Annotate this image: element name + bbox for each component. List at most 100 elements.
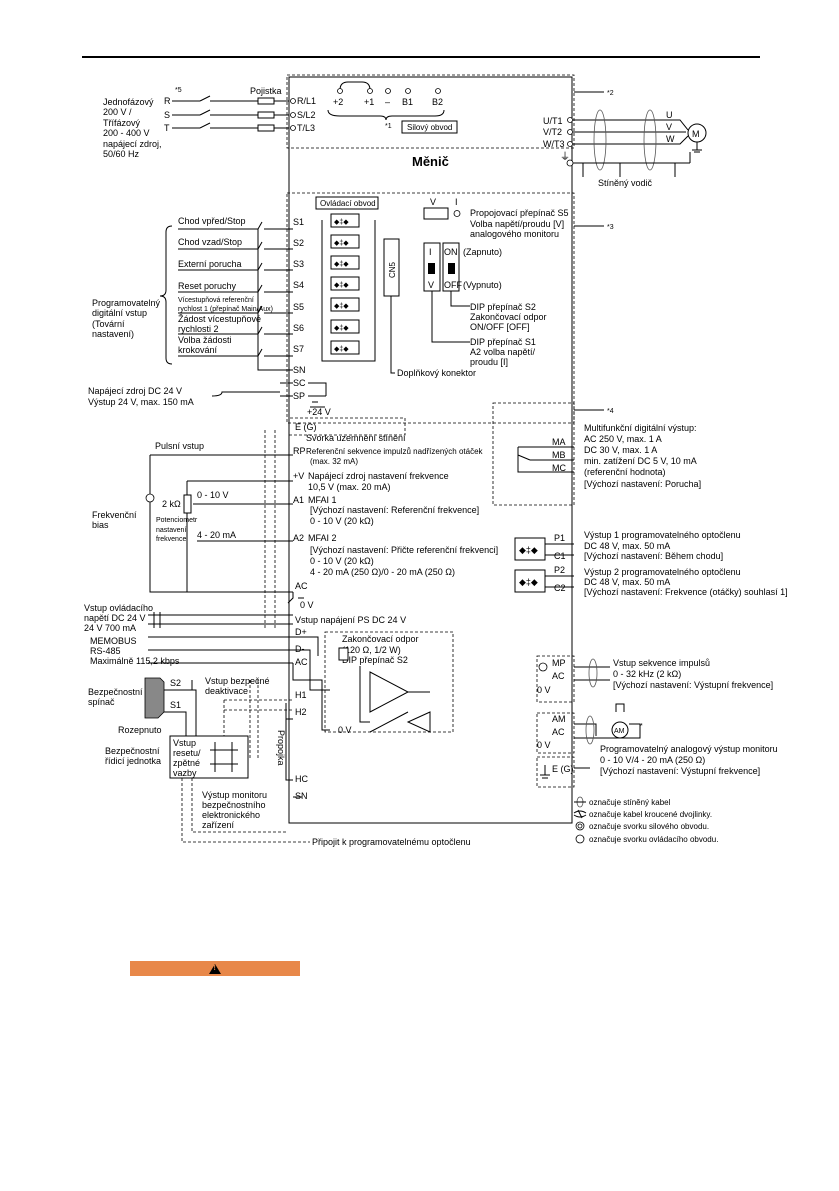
shield-dash (289, 417, 406, 436)
prog-input-label: Programovatelný digitální vstup (Tovární… (92, 298, 161, 339)
memobus-wires (148, 636, 330, 691)
ac-label-1: AC (295, 581, 308, 591)
term-res-line-2: (120 Ω, 1/2 W) (342, 645, 401, 655)
s5-desc-2: Volba napětí/proudu [V] (470, 219, 564, 229)
pv-label: +V (293, 471, 304, 481)
eg-right-label: E (G) (552, 764, 574, 774)
multi1-line-2: rychlost 1 (přepínač Main/Aux) (178, 306, 273, 313)
s5-label: S5 (293, 302, 304, 312)
ctrl-supply-line-1: Vstup ovládacího (84, 603, 153, 613)
dip-s1-knob (428, 263, 435, 274)
s5-pin-3 (453, 210, 461, 217)
mp-box (536, 655, 575, 703)
safety-monitor-line-3: elektronického (202, 810, 260, 820)
terminal-labels-s: S1 S2 S3 S4 S5 S6 S7 SN SC SP (293, 217, 306, 401)
ut1-label: U/T1 (543, 116, 563, 126)
prog-input-line-1: Programovatelný (92, 298, 161, 308)
ac-label-3: AC (552, 671, 565, 681)
opto2-wires (545, 575, 574, 588)
svg-text:◆‡◆: ◆‡◆ (519, 545, 538, 555)
legend-control-terminal-icon (575, 834, 585, 844)
sl2-label: S/L2 (297, 110, 316, 120)
terminal-vt2 (567, 129, 573, 135)
relay-output-box (492, 402, 575, 506)
reset-input-line-1: Vstup (173, 738, 196, 748)
terminal-ut1 (567, 117, 573, 123)
ground-symbol: ⏚ (560, 151, 570, 163)
s3-label: S3 (293, 259, 304, 269)
b2-label: B2 (432, 97, 443, 107)
mc-label: MC (552, 463, 566, 473)
safety-switch-wires (164, 680, 197, 736)
dip-s1-desc-3: proudu [I] (470, 357, 508, 367)
dip-s1-desc-2: A2 volba napětí/ (470, 347, 536, 357)
prog-input-line-3: (Tovární (92, 319, 125, 329)
cn5-label: CN5 (388, 261, 397, 278)
term-resistor (338, 647, 349, 661)
mfdo-line-3: DC 30 V, max. 1 A (584, 445, 657, 455)
jog-line-1: Volba žádosti (178, 335, 232, 345)
supply-line-1: Jednofázový (103, 97, 154, 107)
option-connector-label: Doplňkový konektor (397, 368, 476, 378)
am-shield (585, 715, 595, 745)
supply-line-6: 50/60 Hz (103, 149, 140, 159)
terminal-b1 (405, 88, 411, 94)
p2-label: +2 (333, 97, 343, 107)
wt3-label: W/T3 (543, 139, 565, 149)
connect-opto-label: Připojit k programovatelnému optočlenu (312, 837, 471, 847)
phase-r-label: R (164, 96, 171, 106)
motor-wires (573, 119, 689, 145)
fuse-label: Pojistka (250, 86, 282, 96)
fwd-label: Chod vpřed/Stop (178, 216, 246, 226)
shield-2 (643, 109, 657, 171)
s5-jumper (423, 207, 449, 220)
safe-disable-line-1: Vstup bezpečné (205, 676, 270, 686)
mfdo-line-5: (referenční hodnota) (584, 467, 666, 477)
reset-label: Reset poruchy (178, 281, 237, 291)
opto2-symbol (514, 569, 546, 593)
legend-twisted-icon (573, 809, 587, 819)
ma-label: MA (552, 437, 566, 447)
b1-label: B1 (402, 97, 413, 107)
pulse-source (145, 493, 155, 503)
safe-disable-line-2: deaktivace (205, 686, 248, 696)
a2-desc-2: [Výchozí nastavení: Přičte referenční fr… (310, 545, 498, 555)
dip-s2-desc-1: DIP přepínač S2 (470, 302, 536, 312)
a2-label: A2 (293, 533, 304, 543)
supply-line-5: napájecí zdroj, (103, 139, 162, 149)
dip-s1-desc-1: DIP přepínač S1 (470, 337, 536, 347)
s2-label: S2 (293, 238, 304, 248)
opto2-line-2: DC 48 V, max. 50 mA (584, 577, 670, 587)
s4-label: S4 (293, 280, 304, 290)
multi2-line-2: rychlosti 2 (178, 324, 219, 334)
mfdo-line-2: AC 250 V, max. 1 A (584, 434, 662, 444)
supply-line-3: Třífázový (103, 118, 141, 128)
safety-monitor-line-2: bezpečnostního (202, 800, 266, 810)
minus-label: – (385, 97, 390, 107)
zero-v-label-2: 0 V (338, 725, 352, 735)
a1-desc-2: [Výchozí nastavení: Referenční frekvence… (310, 505, 479, 515)
svg-text:◆‡◆: ◆‡◆ (334, 219, 349, 226)
mp-source (538, 662, 548, 672)
rp-desc-2: (max. 32 mA) (310, 457, 358, 466)
ground-terminal (566, 159, 574, 167)
ac-label-2: AC (295, 657, 308, 667)
analog-out-line-2: 0 - 10 V/4 - 20 mA (250 Ω) (600, 755, 705, 765)
freq-bias-line-1: Frekvenční (92, 510, 137, 520)
ac-ground (287, 592, 304, 604)
rs485-common (292, 663, 330, 731)
s2-on-label: ON (444, 247, 458, 257)
dip-s2-desc-2: Zakončovací odpor (470, 312, 547, 322)
ctrl-supply-wire (148, 612, 293, 628)
a1-desc-3: 0 - 10 V (20 kΩ) (310, 516, 374, 526)
dplus-label: D+ (295, 627, 307, 637)
prog-input-line-2: digitální vstup (92, 308, 147, 318)
safety-monitor-line-4: zařízení (202, 820, 235, 830)
ctrl-supply-line-3: 24 V 700 mA (84, 623, 136, 633)
terminal-p1 (367, 88, 373, 94)
safety-unit-line-2: řídicí jednotka (105, 756, 161, 766)
dminus-label: D- (295, 644, 305, 654)
fuse-s (257, 111, 275, 119)
opto2-line-1: Výstup 2 programovatelného optočlenu (584, 567, 741, 577)
breaker-contacts (199, 95, 211, 129)
